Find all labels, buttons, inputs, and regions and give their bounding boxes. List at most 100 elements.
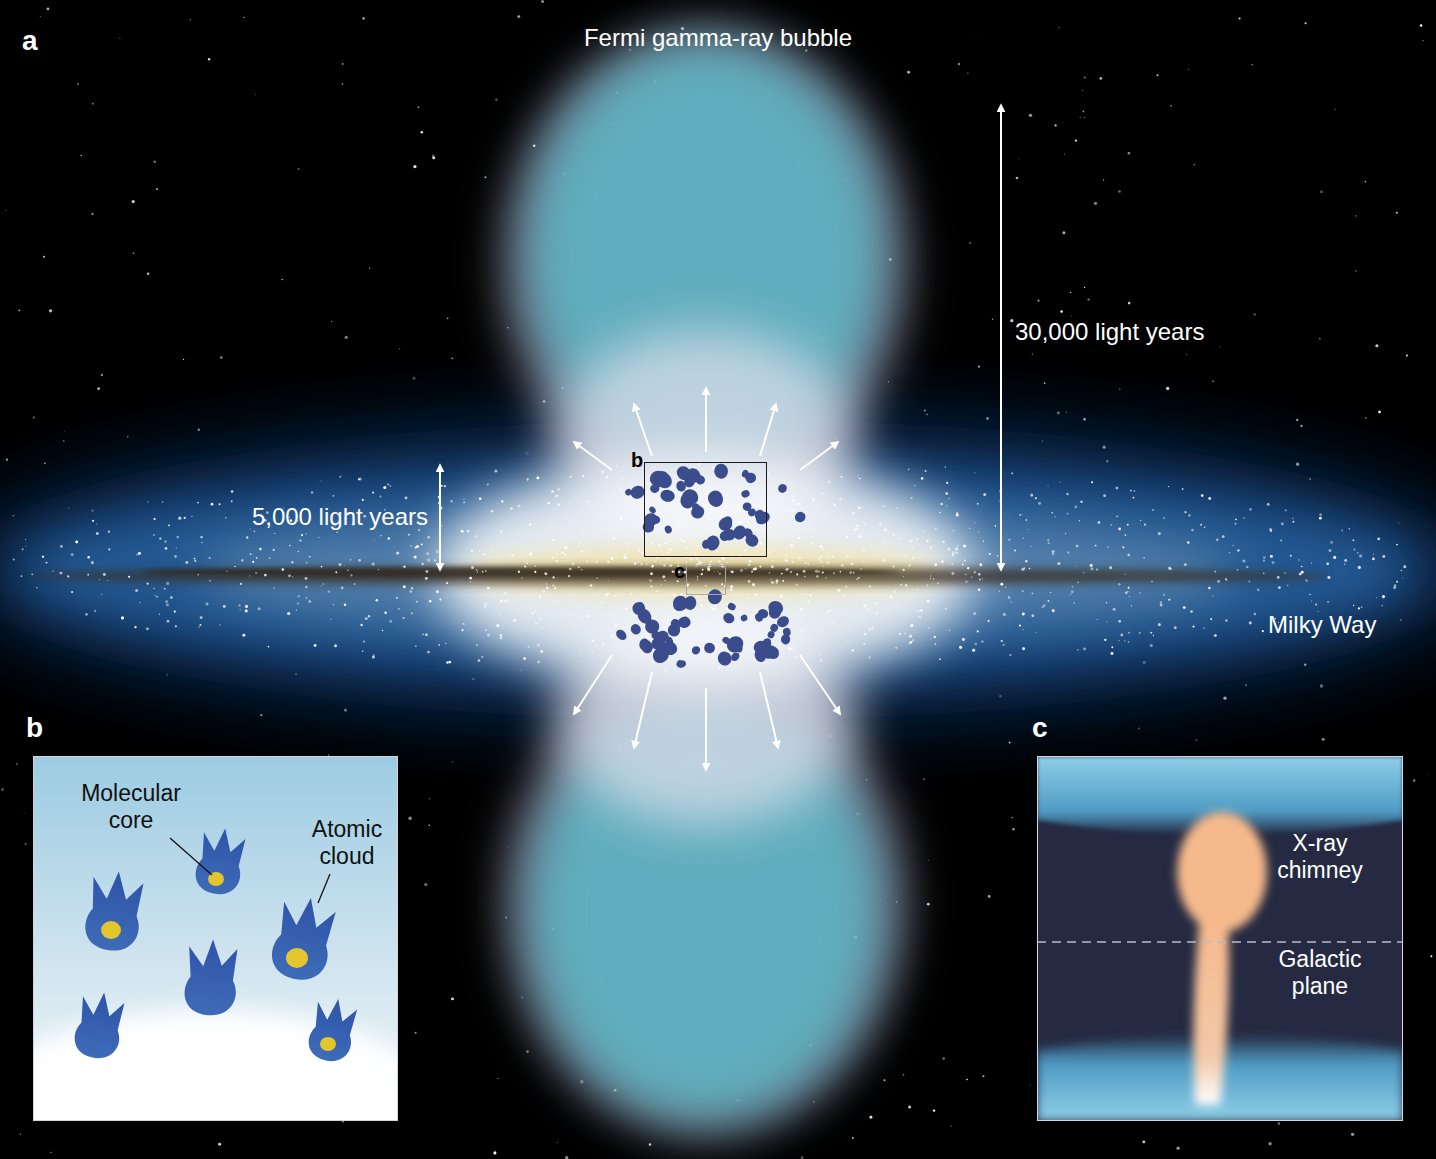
disk-star — [99, 579, 100, 580]
disk-star — [1071, 590, 1074, 593]
disk-star — [1128, 632, 1130, 634]
disk-star — [1270, 555, 1273, 558]
disk-star — [811, 542, 814, 545]
disk-star — [572, 516, 574, 518]
cloud-clump — [729, 651, 741, 663]
disk-star — [22, 548, 24, 550]
disk-star — [526, 562, 528, 564]
star — [1245, 684, 1247, 686]
disk-star — [59, 572, 62, 575]
disk-star — [755, 594, 758, 597]
disk-star — [745, 568, 747, 570]
disk-star — [1095, 545, 1097, 547]
disk-star — [1052, 552, 1055, 555]
disk-star — [705, 538, 707, 540]
star — [1037, 300, 1039, 302]
disk-star — [445, 643, 446, 644]
disk-star — [1287, 585, 1288, 586]
disk-star — [153, 534, 155, 536]
disk-star — [500, 530, 502, 532]
star — [1268, 1142, 1271, 1145]
disk-star — [296, 609, 297, 610]
disk-star — [306, 533, 307, 534]
disk-star — [1014, 550, 1016, 552]
star — [1075, 139, 1077, 141]
disk-star — [952, 551, 955, 554]
disk-star — [461, 530, 464, 533]
disk-star — [927, 600, 930, 603]
star — [1365, 181, 1367, 183]
disk-star — [1319, 517, 1322, 520]
star — [220, 356, 222, 358]
disk-star — [547, 502, 550, 505]
disk-star — [1025, 519, 1027, 521]
disk-star — [957, 545, 959, 547]
star — [1375, 344, 1378, 347]
disk-star — [199, 627, 200, 628]
disk-star — [311, 491, 314, 494]
disk-star — [335, 571, 337, 573]
disk-star — [1358, 607, 1360, 609]
star — [1195, 739, 1197, 741]
disk-star — [1330, 541, 1333, 544]
star — [903, 1074, 905, 1076]
disk-star — [321, 585, 322, 586]
disk-star — [323, 583, 325, 585]
disk-star — [908, 468, 910, 470]
disk-star — [1249, 508, 1252, 511]
star — [1138, 728, 1140, 730]
disk-star — [555, 494, 558, 497]
disk-star — [1270, 530, 1272, 532]
disk-star — [242, 634, 245, 637]
disk-star — [831, 644, 832, 645]
disk-star — [722, 557, 725, 560]
disk-star — [895, 647, 897, 649]
disk-star — [605, 593, 608, 596]
star — [1351, 1133, 1354, 1136]
disk-star — [697, 579, 698, 580]
star — [1423, 40, 1424, 41]
star — [43, 256, 45, 258]
star — [1296, 463, 1299, 466]
disk-star — [951, 563, 953, 565]
disk-star — [1160, 604, 1163, 607]
disk-star — [1106, 621, 1107, 622]
disk-star — [470, 581, 471, 582]
disk-star — [933, 578, 934, 579]
disk-star — [964, 559, 966, 561]
disk-star — [245, 609, 248, 612]
cloud-clump — [650, 630, 661, 640]
disk-star — [1290, 555, 1292, 557]
disk-star — [1008, 596, 1010, 598]
disk-star — [372, 563, 375, 566]
disk-star — [1118, 640, 1119, 641]
disk-star — [677, 522, 679, 524]
disk-star — [727, 608, 729, 610]
disk-star — [674, 530, 675, 531]
star — [493, 1151, 496, 1154]
disk-star — [487, 483, 489, 485]
disk-star — [599, 518, 602, 521]
disk-star — [934, 528, 936, 530]
disk-star — [969, 528, 970, 529]
disk-star — [634, 562, 636, 564]
disk-star — [607, 529, 610, 532]
disk-star — [564, 546, 567, 549]
disk-star — [239, 604, 241, 606]
disk-star — [96, 523, 97, 524]
disk-star — [858, 506, 861, 509]
star — [281, 279, 282, 280]
disk-star — [680, 508, 682, 510]
disk-star — [1237, 569, 1239, 571]
disk-star — [299, 539, 301, 541]
disk-star — [362, 651, 363, 652]
disk-star — [1237, 549, 1239, 551]
disk-star — [785, 555, 786, 556]
disk-star — [411, 612, 413, 614]
disk-star — [903, 576, 904, 577]
disk-star — [769, 572, 771, 574]
disk-star — [582, 475, 584, 477]
disk-star — [336, 532, 338, 534]
disk-star — [726, 608, 728, 610]
disk-star — [1326, 562, 1329, 565]
